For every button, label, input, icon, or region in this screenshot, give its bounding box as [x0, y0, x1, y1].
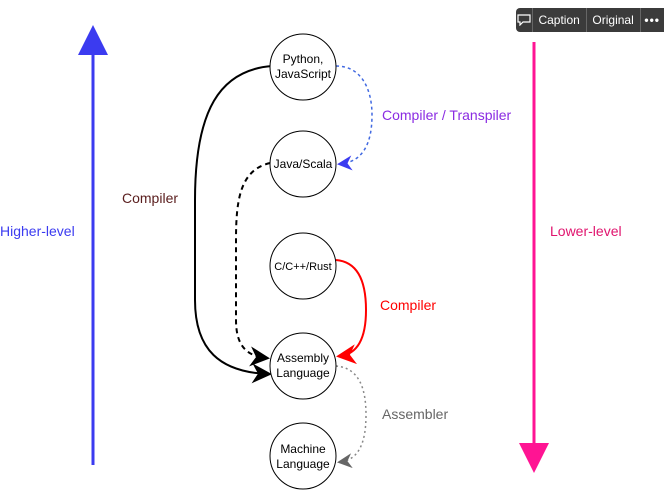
node-assembly-language: Assembly Language	[269, 332, 337, 400]
compiler-left-label: Compiler	[122, 190, 178, 206]
assembler-label: Assembler	[382, 406, 448, 422]
comment-icon	[517, 14, 531, 26]
node-java-label: Java/Scala	[274, 157, 333, 171]
toolbar-divider	[639, 8, 641, 32]
node-c-label: C/C++/Rust	[274, 261, 331, 273]
node-python-line2: JavaScript	[275, 67, 332, 81]
node-assembly-line1: Assembly	[277, 351, 329, 365]
comment-button[interactable]	[516, 8, 532, 32]
toolbar-divider	[531, 8, 533, 32]
node-machine-language: Machine Language	[269, 422, 337, 490]
original-button[interactable]: Original	[592, 13, 634, 27]
compiler-edge-c-to-assembly	[335, 259, 368, 365]
more-options-button[interactable]: •••	[644, 13, 660, 27]
caption-button[interactable]: Caption	[538, 13, 580, 27]
node-python-line1: Python,	[283, 52, 324, 66]
compile-edge-java-to-assembly	[235, 162, 271, 367]
node-java-scala: Java/Scala	[269, 130, 337, 198]
toolbar-divider	[585, 8, 587, 32]
lower-level-label: Lower-level	[550, 223, 622, 239]
node-c-cpp-rust: C/C++/Rust	[269, 232, 337, 300]
higher-level-label: Higher-level	[0, 223, 75, 239]
transpiler-edge-python-to-java	[335, 65, 373, 171]
compiler-edge-python-to-assembly	[194, 65, 273, 384]
node-machine-line1: Machine	[280, 442, 326, 456]
image-toolbar: Caption Original •••	[516, 8, 664, 32]
node-python-javascript: Python, JavaScript	[269, 33, 337, 101]
assembler-edge-assembly-to-machine	[335, 365, 367, 469]
node-assembly-line2: Language	[276, 366, 330, 380]
compiler-red-label: Compiler	[380, 297, 436, 313]
node-machine-line2: Language	[276, 457, 330, 471]
compiler-transpiler-label: Compiler / Transpiler	[382, 107, 511, 123]
